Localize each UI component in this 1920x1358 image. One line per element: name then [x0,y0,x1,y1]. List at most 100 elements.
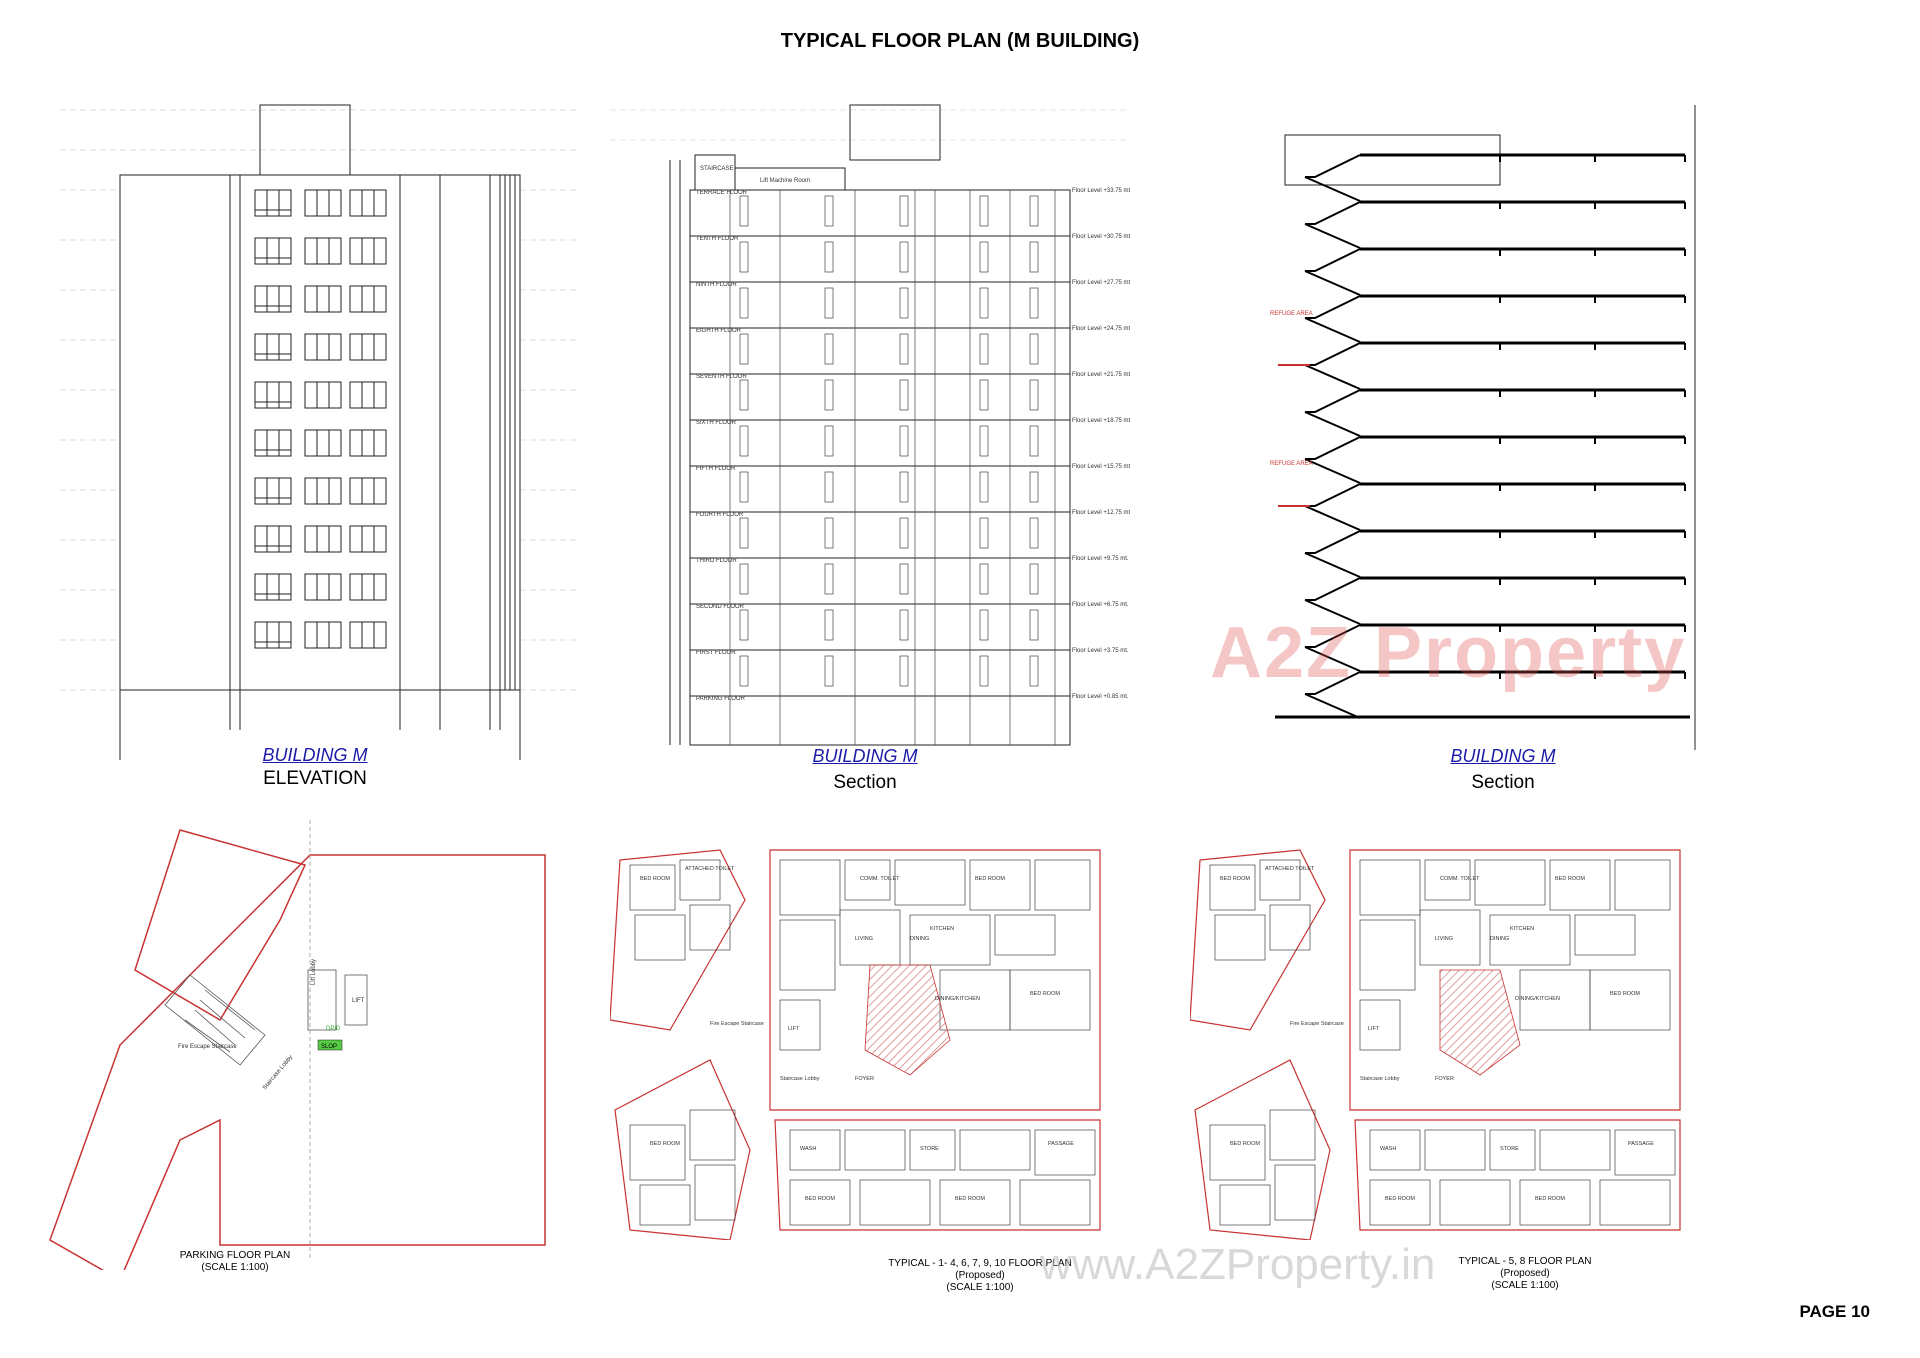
room-label: ATTACHED TOILET [685,866,735,872]
floor-level-label: Floor Level +33.75 mt. [1072,188,1130,194]
room-outline [639,1184,691,1226]
room-outline [789,1179,851,1226]
room-outline [1574,914,1636,956]
section-slab [1304,529,1686,578]
refuge-area-label-1: REFUGE AREA [1270,311,1313,317]
section-slab [1304,576,1686,625]
section-slab [1304,341,1686,390]
room-label: STORE [1500,1146,1519,1152]
floor-name-label: PARKING FLOOR [696,696,746,702]
elevation-window [349,237,387,265]
typical-plan-b-caption-title: TYPICAL - 5, 8 FLOOR PLAN [1458,1256,1592,1267]
floor-level-label: Floor Level +0.85 mt. [1072,694,1129,700]
typical-plan-a-caption: TYPICAL - 1- 4, 6, 7, 9, 10 FLOOR PLAN (… [880,1258,1080,1294]
room-label: PASSAGE [1628,1141,1654,1147]
room-label: DINING/KITCHEN [935,996,980,1002]
elevation-caption-subtitle: ELEVATION [263,768,367,789]
elevation-window [349,621,387,649]
page-title: TYPICAL FLOOR PLAN (M BUILDING) [780,30,1140,52]
room-outline [1219,1184,1271,1226]
elevation-window [304,189,342,217]
room-outline [844,859,891,901]
room-label: BED ROOM [805,1196,835,1202]
floor-name-label: TERRACE FLOOR [696,190,748,196]
elevation-window [349,525,387,553]
room-outline [634,914,686,961]
room-label: PASSAGE [1048,1141,1074,1147]
room-outline [1009,969,1091,1031]
room-outline [894,859,966,906]
typical-plan-b-caption: TYPICAL - 5, 8 FLOOR PLAN (Proposed) (SC… [1440,1256,1610,1292]
room-label: DINING [910,936,929,942]
room-outline [779,999,821,1051]
room-outline [909,914,991,966]
floor-level-label: Floor Level +21.75 mt. [1072,372,1130,378]
machine-room-label: Lift Machine Room [760,178,810,184]
section-b-caption-title: BUILDING M [1450,746,1556,766]
room-outline [789,1129,841,1171]
room-outline [1489,914,1571,966]
floor-name-label: FIRST FLOOR [696,650,736,656]
section-b-drawing: REFUGE AREA REFUGE AREA [1270,105,1696,750]
room-outline [679,859,721,901]
floor-name-label: FIFTH FLOOR [696,466,736,472]
elevation-window [304,381,342,409]
room-label: BED ROOM [955,1196,985,1202]
room-outline [859,1179,931,1226]
room-outline [1034,1129,1096,1176]
floor-name-label: SIXTH FLOOR [696,420,737,426]
typical-plan-b-caption-scale: (SCALE 1:100) [1491,1280,1559,1291]
room-label: LIFT [1368,1026,1380,1032]
room-outline [779,859,841,916]
section-a-drawing: STAIRCASE Lift Machine Room TERRACE FLOO… [610,104,1130,746]
room-outline [1019,1179,1091,1226]
floor-name-label: SEVENTH FLOOR [696,374,747,380]
lift-label: LIFT [352,998,365,1004]
staircase-lobby-label: Staircase Lobby [262,1054,294,1091]
staircase-label: STAIRCASE [700,166,734,172]
room-label: BED ROOM [1610,991,1640,997]
section-slab [1304,482,1686,531]
section-slab [1304,435,1686,484]
room-outline [1034,859,1091,911]
elevation-window [349,381,387,409]
room-outline [779,919,836,991]
elevation-window [349,429,387,457]
floor-level-label: Floor Level +9.75 mt. [1072,556,1129,562]
room-outline [1209,864,1256,911]
elevation-window [254,333,292,361]
room-label: ATTACHED TOILET [1265,866,1315,872]
elevation-window [254,573,292,601]
elevation-window [254,381,292,409]
dpd-label: DP/D [326,1026,341,1032]
floor-name-label: TENTH FLOOR [696,236,739,242]
room-label: BED ROOM [1030,991,1060,997]
room-label: BED ROOM [1535,1196,1565,1202]
section-slab [1304,247,1686,296]
floor-name-label: EIGHTH FLOOR [696,328,742,334]
floor-level-label: Floor Level +6.75 mt. [1072,602,1129,608]
room-outline [1214,914,1266,961]
elevation-window [349,573,387,601]
section-slab [1304,623,1686,672]
elevation-window [254,429,292,457]
room-outline [1359,859,1421,916]
room-outline [939,969,1011,1031]
floor-level-label: Floor Level +15.75 mt. [1072,464,1130,470]
room-outline [1419,909,1481,966]
room-outline [1269,1109,1316,1161]
room-outline [1369,1179,1431,1226]
room-outline [1269,904,1311,951]
elevation-window [304,573,342,601]
parking-plan-caption-scale: (SCALE 1:100) [201,1262,269,1273]
typical-plan-a-caption-proposed: (Proposed) [955,1270,1005,1281]
elevation-window [304,525,342,553]
room-label: Fire Escape Staircase [1290,1021,1344,1027]
room-label: BED ROOM [1230,1141,1260,1147]
room-outline [1259,859,1301,901]
room-outline [1359,999,1401,1051]
room-outline [1519,1179,1591,1226]
room-label: BED ROOM [975,876,1005,882]
